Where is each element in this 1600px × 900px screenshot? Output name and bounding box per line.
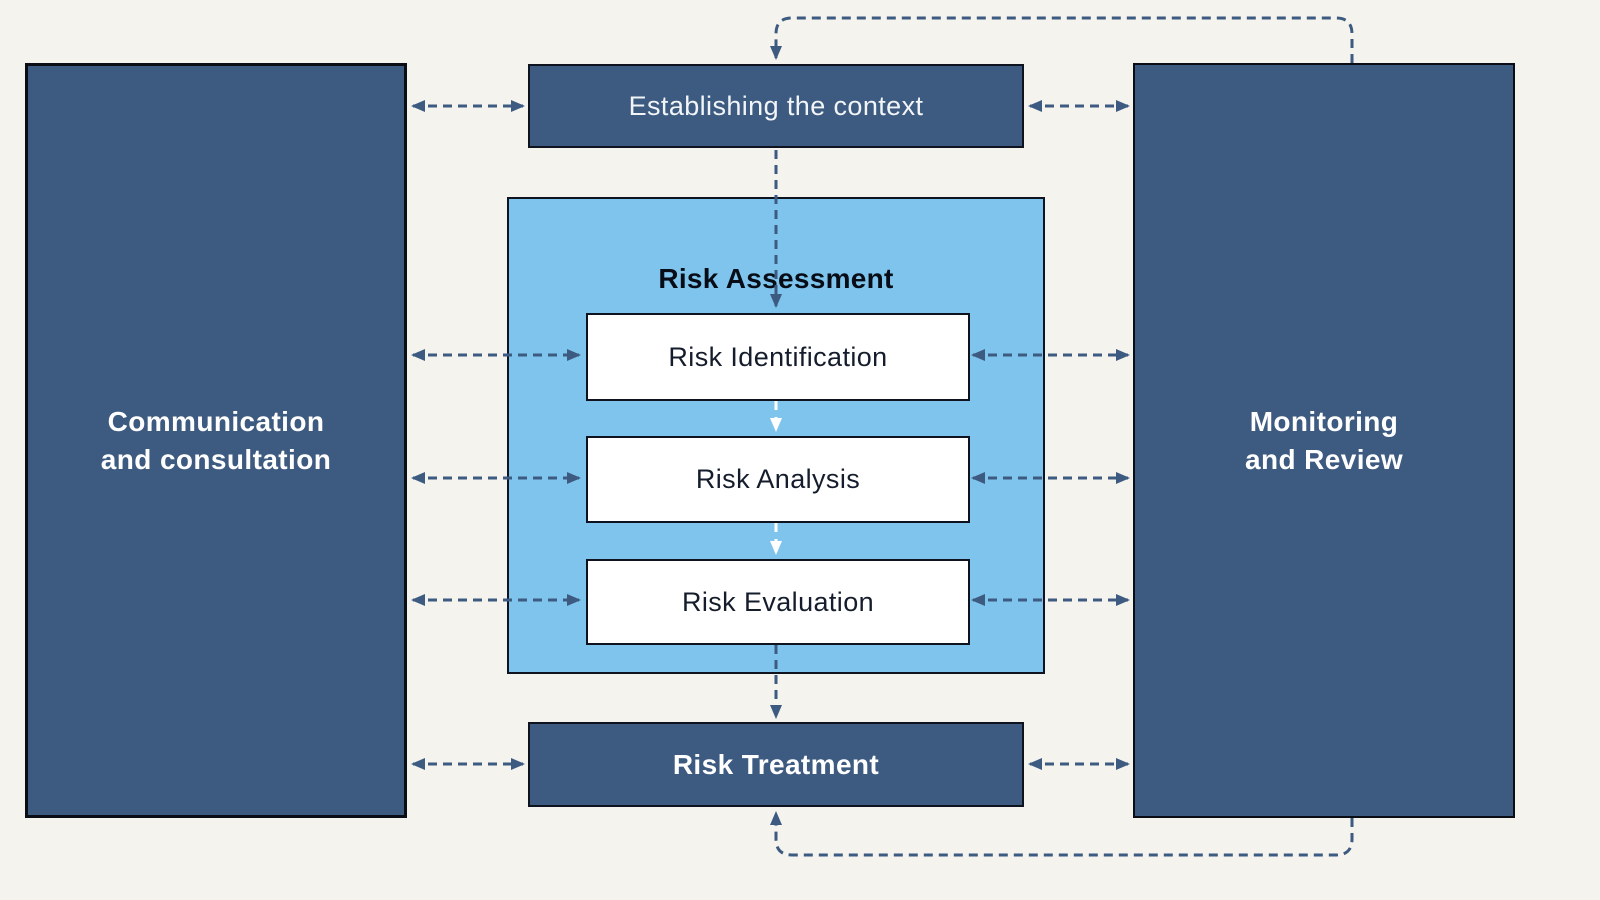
- node-risk-identification: Risk Identification: [586, 313, 970, 401]
- risk-assessment-title: Risk Assessment: [658, 263, 894, 294]
- node-communication-and-consultation: Communication and consultation: [25, 63, 407, 818]
- node-risk-analysis: Risk Analysis: [586, 436, 970, 523]
- communication-label: Communication and consultation: [100, 405, 332, 475]
- node-monitoring-and-review: Monitoring and Review: [1133, 63, 1515, 818]
- arrow-loop-monitoring-to-establishing: [770, 16, 1354, 63]
- risk-evaluation-label: Risk Evaluation: [681, 586, 875, 617]
- node-risk-evaluation: Risk Evaluation: [586, 559, 970, 645]
- panel-risk-assessment: Risk Assessment Risk Identification Risk…: [507, 197, 1045, 674]
- establishing-label: Establishing the context: [628, 90, 924, 121]
- risk-identification-label: Risk Identification: [668, 341, 888, 372]
- risk-analysis-label: Risk Analysis: [695, 464, 861, 494]
- risk-treatment-label: Risk Treatment: [672, 748, 880, 780]
- monitoring-label: Monitoring and Review: [1244, 405, 1404, 475]
- node-establishing-the-context: Establishing the context: [528, 64, 1024, 148]
- node-risk-treatment: Risk Treatment: [528, 722, 1024, 807]
- arrow-loop-monitoring-to-treatment: [770, 811, 1354, 857]
